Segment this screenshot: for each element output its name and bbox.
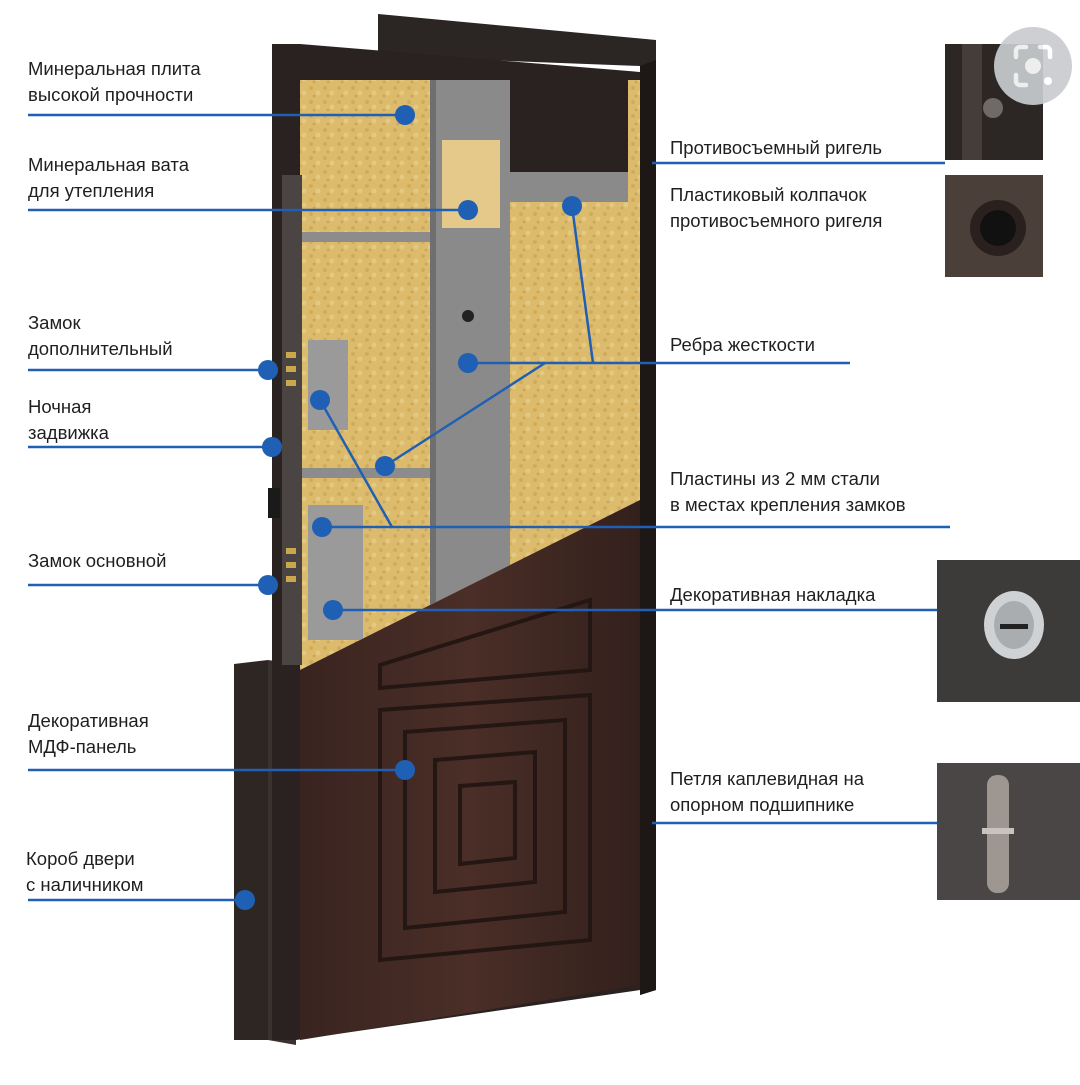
label-extra-lock: Замок дополнительный — [28, 312, 173, 359]
label-steel-plates: Пластины из 2 мм стали в местах креплени… — [670, 468, 906, 515]
label-decor-overlay: Декоративная накладка — [670, 584, 876, 605]
inset-plastic-cap — [945, 175, 1043, 277]
lens-search-icon — [1013, 44, 1053, 88]
label-main-lock: Замок основной — [28, 550, 167, 571]
leader-dots — [235, 105, 582, 910]
inset-decor-overlay — [937, 560, 1080, 702]
inset-hinge — [937, 763, 1080, 900]
label-hinge: Петля каплевидная на опорном подшипнике — [670, 768, 865, 815]
label-stiffening-ribs: Ребра жесткости — [670, 334, 815, 355]
leaf-edge — [268, 175, 302, 665]
mdf-mouldings — [378, 597, 592, 963]
label-mineral-plate: Минеральная плита высокой прочности — [28, 58, 201, 105]
leader-lines — [28, 113, 950, 902]
lens-search-button[interactable] — [994, 27, 1072, 105]
label-night-latch: Ночная задвижка — [28, 396, 109, 443]
label-anti-removal-bolt: Противосъемный ригель — [670, 137, 883, 158]
label-mdf-panel: Декоративная МДФ-панель — [28, 710, 149, 757]
label-door-frame: Короб двери с наличником — [26, 848, 144, 895]
label-plastic-cap: Пластиковый колпачок противосъемного риг… — [670, 184, 883, 231]
label-mineral-wool: Минеральная вата для утепления — [28, 154, 189, 201]
